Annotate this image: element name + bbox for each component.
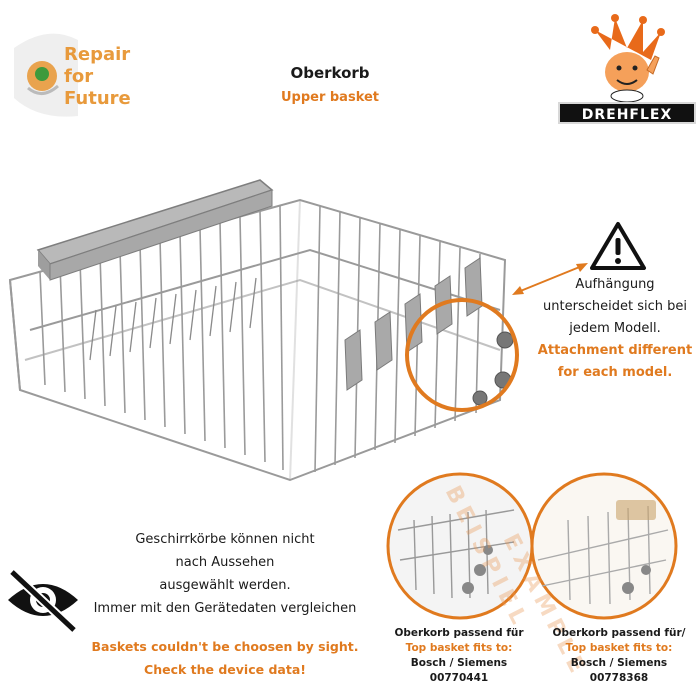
logo-text: Repair for Future bbox=[64, 44, 131, 109]
repair-for-future-logo bbox=[14, 33, 78, 117]
example-basket-2-image bbox=[530, 472, 678, 620]
example-2-label: Oberkorb passend für/ Top basket fits to… bbox=[552, 627, 686, 684]
drehflex-wordmark: DREHFLEX bbox=[558, 102, 696, 124]
pointer-arrow-icon bbox=[512, 263, 588, 295]
eye-crossed-icon bbox=[8, 568, 78, 634]
selection-note-de: Geschirrkörbe können nicht nach Aussehen… bbox=[93, 532, 357, 616]
warning-icon bbox=[590, 222, 646, 270]
selection-note-en: Baskets couldn't be choosen by sight. Ch… bbox=[91, 639, 359, 677]
attachment-warning: Aufhängung unterscheidet sich bei jedem … bbox=[537, 277, 693, 380]
page-subtitle: Upper basket bbox=[280, 90, 380, 105]
upper-basket-image bbox=[8, 179, 519, 482]
example-1-label: Oberkorb passend für Top basket fits to:… bbox=[394, 627, 524, 684]
page-title: Oberkorb bbox=[290, 64, 370, 82]
drehflex-jester-logo bbox=[591, 14, 665, 103]
